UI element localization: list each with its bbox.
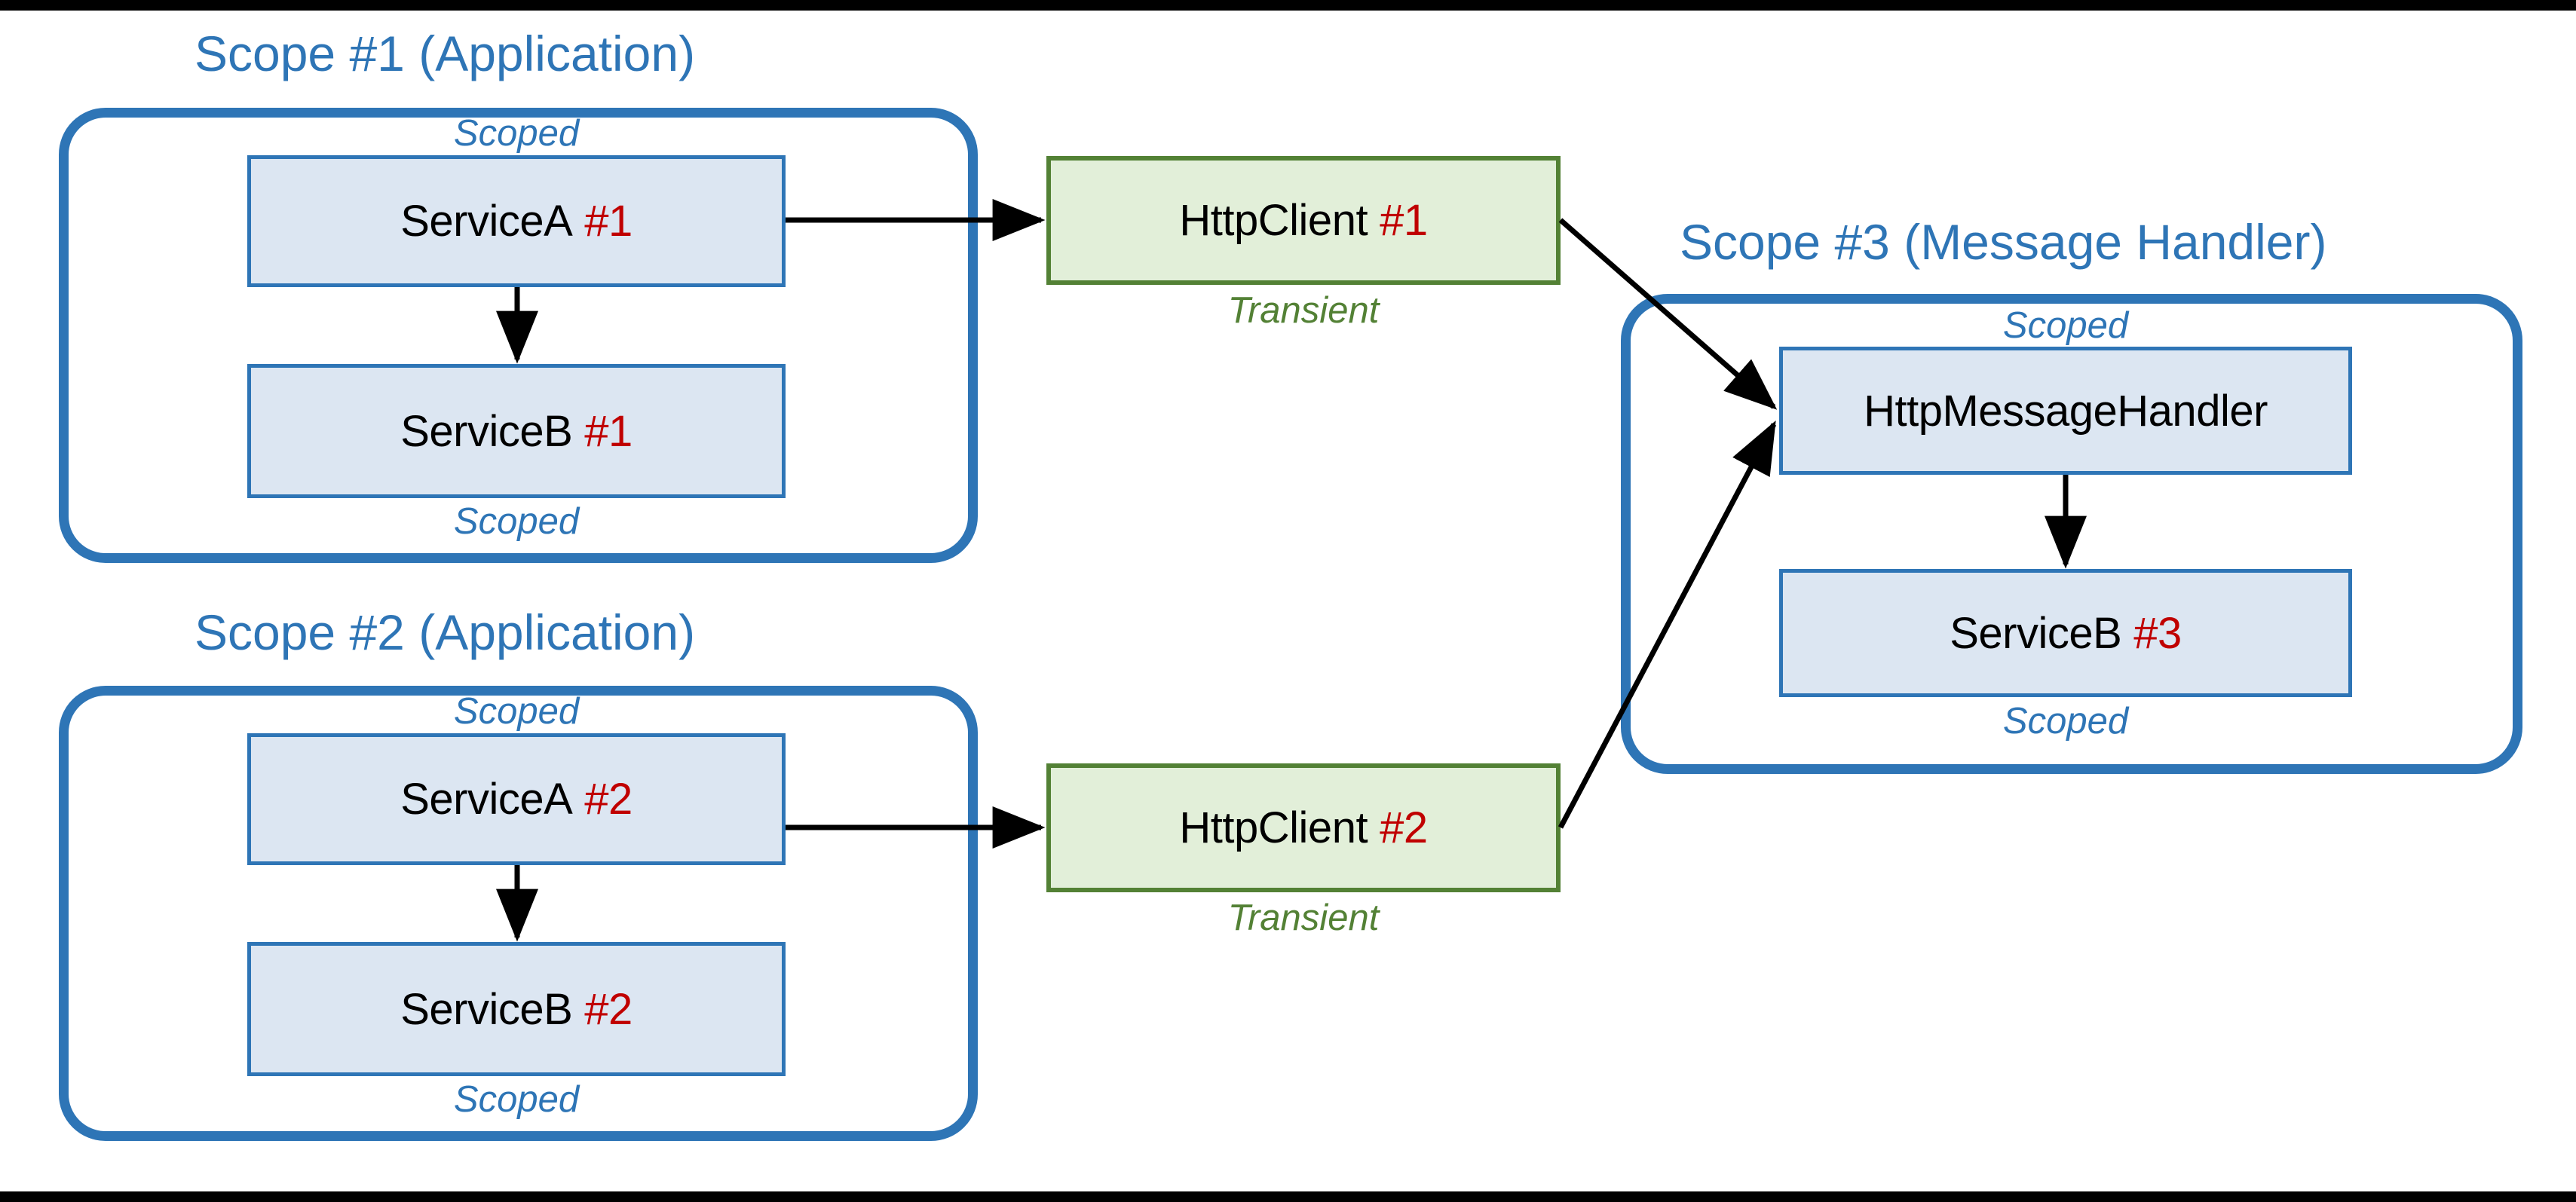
top-letterbox-bar: [0, 0, 2576, 11]
node-service-a-1-name: ServiceA: [400, 197, 573, 246]
node-service-a-1-index: #1: [584, 197, 633, 246]
node-http-client-1-name: HttpClient: [1179, 196, 1368, 245]
node-service-a-2-index: #2: [584, 775, 633, 824]
node-http-message-handler-name: HttpMessageHandler: [1864, 386, 2268, 436]
service-b-1-lifetime-label: Scoped: [453, 501, 580, 542]
scope-1-title: Scope #1 (Application): [195, 26, 696, 81]
node-service-b-2-name: ServiceB: [400, 984, 573, 1034]
scope-2-container: [59, 686, 978, 1141]
service-b-3-lifetime-label: Scoped: [2002, 701, 2129, 742]
node-service-b-3-index: #3: [2133, 608, 2182, 658]
node-service-b-1[interactable]: ServiceB #1: [247, 364, 786, 498]
node-service-b-3-name: ServiceB: [1950, 608, 2122, 658]
scope-2-title: Scope #2 (Application): [195, 604, 696, 660]
node-service-a-2-name: ServiceA: [400, 775, 573, 824]
bottom-letterbox-bar: [0, 1191, 2576, 1202]
node-service-b-3[interactable]: ServiceB #3: [1779, 569, 2352, 697]
service-b-2-lifetime-label: Scoped: [453, 1079, 580, 1120]
node-service-a-1[interactable]: ServiceA #1: [247, 155, 786, 287]
node-http-client-1[interactable]: HttpClient #1: [1046, 156, 1561, 285]
node-service-b-1-index: #1: [584, 406, 633, 456]
service-a-1-lifetime-label: Scoped: [453, 113, 580, 154]
node-http-client-1-index: #1: [1380, 196, 1428, 245]
node-http-client-2-index: #2: [1380, 803, 1428, 852]
node-http-client-2[interactable]: HttpClient #2: [1046, 763, 1561, 892]
node-http-message-handler[interactable]: HttpMessageHandler: [1779, 347, 2352, 475]
http-client-1-lifetime-label: Transient: [1227, 290, 1380, 331]
node-service-b-1-name: ServiceB: [400, 406, 573, 456]
scope-3-container: [1621, 294, 2522, 774]
http-client-2-lifetime-label: Transient: [1227, 898, 1380, 938]
node-service-b-2-index: #2: [584, 984, 633, 1034]
http-message-handler-lifetime-label: Scoped: [2002, 305, 2129, 346]
service-a-2-lifetime-label: Scoped: [453, 691, 580, 732]
scope-3-title: Scope #3 (Message Handler): [1680, 214, 2327, 270]
node-http-client-2-name: HttpClient: [1179, 803, 1368, 852]
node-service-b-2[interactable]: ServiceB #2: [247, 942, 786, 1076]
node-service-a-2[interactable]: ServiceA #2: [247, 733, 786, 865]
